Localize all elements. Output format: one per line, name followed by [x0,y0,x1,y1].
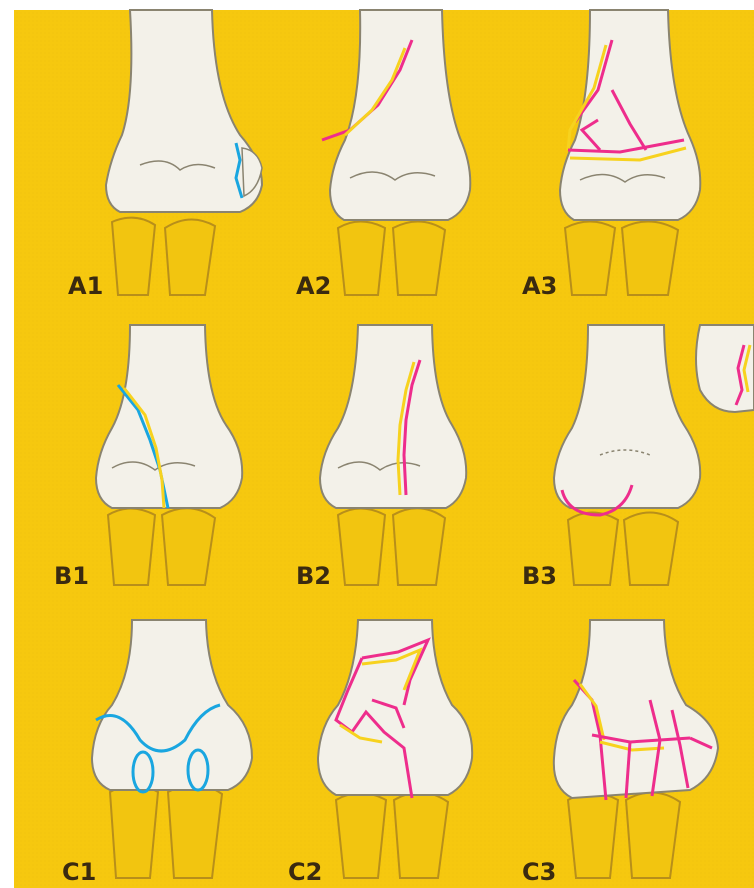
panel-label-a2: A2 [296,272,331,300]
panel-label-c3: C3 [522,858,556,886]
panel-label-b2: B2 [296,562,331,590]
top-margin [0,0,754,10]
left-margin [0,0,14,888]
panel-label-b3: B3 [522,562,557,590]
panel-label-c2: C2 [288,858,322,886]
panel-label-a1: A1 [68,272,103,300]
panel-label-b1: B1 [54,562,89,590]
panel-label-c1: C1 [62,858,96,886]
panel-label-a3: A3 [522,272,557,300]
